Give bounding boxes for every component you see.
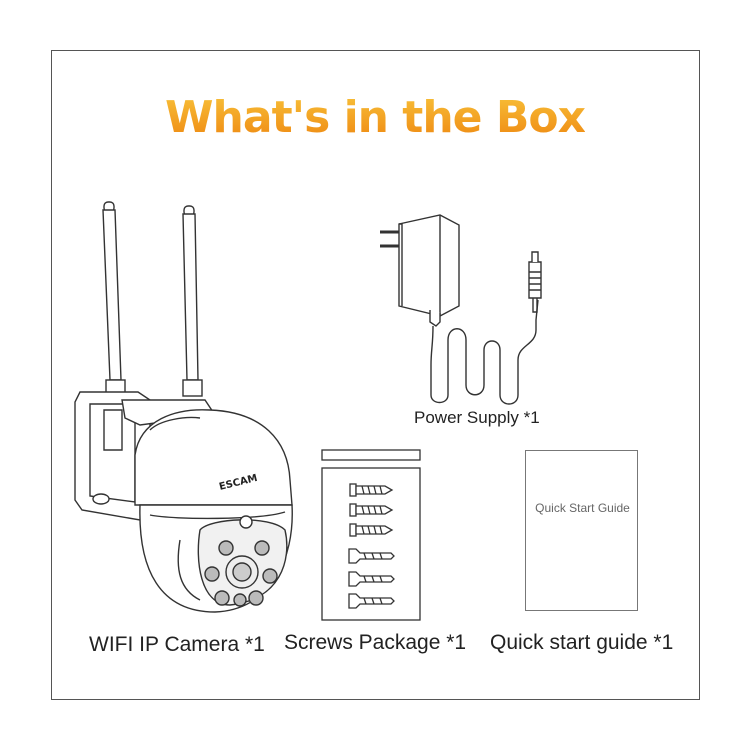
- screw-icon: [349, 503, 394, 517]
- page-title: What's in the Box: [165, 92, 586, 143]
- power-supply-label: Power Supply *1: [414, 408, 540, 427]
- content-frame: [51, 50, 700, 700]
- quick-start-guide-image: Quick Start Guide: [525, 450, 638, 611]
- wall-anchor-icon: [348, 571, 395, 587]
- camera-label: WIFI IP Camera *1: [89, 633, 265, 656]
- screws-package-label: Screws Package *1: [284, 631, 467, 654]
- guide-cover-text: Quick Start Guide: [535, 501, 630, 515]
- wall-anchor-icon: [348, 593, 395, 609]
- camera-image: ESCAM: [74, 201, 293, 613]
- wall-anchor-icon: [348, 548, 395, 564]
- quick-start-guide-label: Quick start guide *1: [490, 631, 674, 654]
- power-supply-image: [380, 214, 542, 405]
- screw-icon: [349, 483, 394, 497]
- screws-package-image: [321, 449, 421, 621]
- screw-icon: [349, 523, 394, 537]
